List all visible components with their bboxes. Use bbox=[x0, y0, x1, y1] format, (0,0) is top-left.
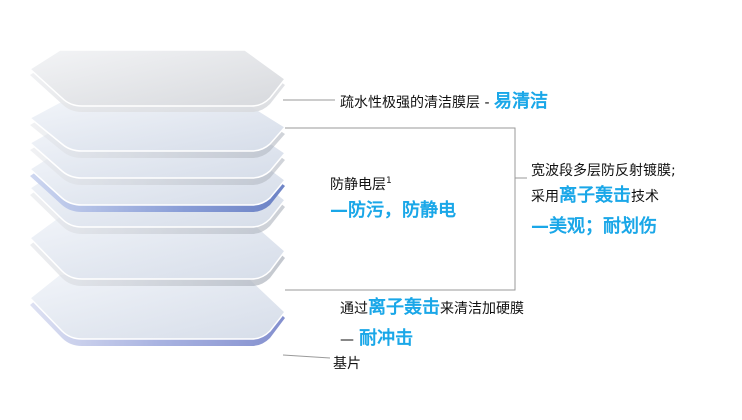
ar-coating-layers bbox=[28, 101, 287, 234]
hard-coat-benefit: — 耐冲击 bbox=[340, 330, 413, 348]
top-layer-label: 疏水性极强的清洁膜层 - 易清洁 bbox=[340, 93, 548, 111]
leader-lines bbox=[282, 99, 527, 359]
substrate-label: 基片 bbox=[333, 356, 361, 372]
ar-coating-line2: 采用离子轰击技术 bbox=[531, 187, 659, 205]
ar-benefit: —美观；耐划伤 bbox=[531, 216, 657, 237]
hard-benefit-dash: — bbox=[340, 332, 354, 348]
hydrophobic-clean-layer bbox=[28, 49, 287, 112]
ar-line2-suffix: 技术 bbox=[631, 189, 659, 205]
antistatic-benefit: —防污，防静电 bbox=[330, 200, 456, 221]
antistatic-title-text: 防静电层 bbox=[330, 177, 386, 193]
hard-suffix: 来清洁加硬膜 bbox=[440, 301, 524, 317]
antistatic-footnote: 1 bbox=[386, 176, 392, 186]
hard-coat-label: 通过离子轰击来清洁加硬膜 bbox=[340, 299, 524, 317]
ar-coating-line1: 宽波段多层防反射镀膜; bbox=[531, 163, 676, 179]
antistatic-title: 防静电层1 bbox=[330, 176, 392, 193]
hard-highlight: 离子轰击 bbox=[368, 297, 440, 318]
ar-line2-highlight: 离子轰击 bbox=[559, 185, 631, 206]
hard-prefix: 通过 bbox=[340, 301, 368, 317]
top-layer-benefit: 易清洁 bbox=[493, 91, 548, 112]
top-layer-desc: 疏水性极强的清洁膜层 - bbox=[340, 95, 490, 111]
ar-line2-prefix: 采用 bbox=[531, 189, 559, 205]
hard-benefit-text: 耐冲击 bbox=[359, 328, 414, 349]
substrate-layer bbox=[28, 273, 287, 346]
